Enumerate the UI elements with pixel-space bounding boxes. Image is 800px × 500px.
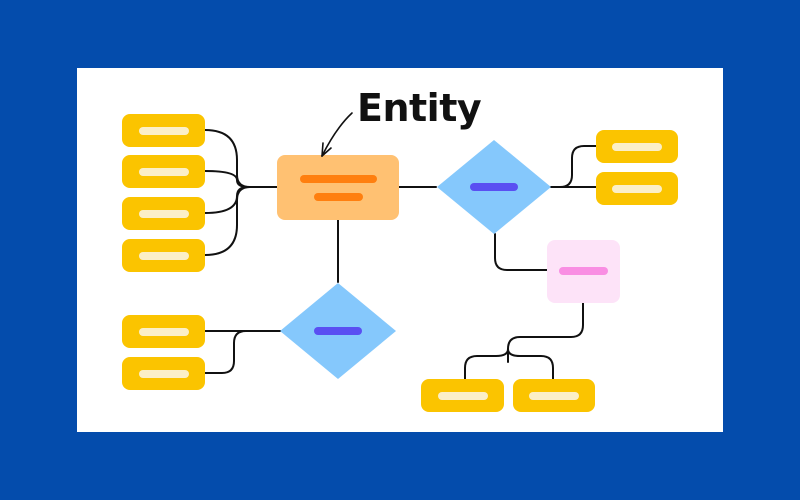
entity-label-bar (300, 175, 377, 183)
attribute-label-bar (139, 210, 189, 218)
connector-weak-attr-left (464, 348, 509, 381)
connector-weak-attr-right (507, 348, 554, 381)
relationship-attributes-right (596, 130, 678, 205)
attribute-label-bar (529, 392, 579, 400)
connector-rel1-attr-top (550, 145, 597, 188)
connector-attr1-entity (204, 129, 278, 188)
connector-weak-entity-attrs (507, 301, 584, 363)
attribute-label-bar (139, 328, 189, 336)
entity-attributes (122, 114, 205, 272)
attribute-label-bar (139, 127, 189, 135)
connector-attr4-entity (204, 186, 251, 256)
relationship-attributes-left (122, 315, 205, 390)
arrow-pointer-icon (321, 112, 353, 157)
relationship-node-bottom[interactable] (280, 283, 396, 379)
entity-node[interactable] (277, 155, 399, 220)
attribute-label-bar (139, 370, 189, 378)
connector-rel2-attr-bottom (204, 330, 247, 374)
entity-label-bar-short (314, 193, 363, 201)
weak-entity-label-bar (559, 267, 608, 275)
attribute-label-bar (612, 143, 662, 151)
connector-rel1-weak-entity (494, 233, 549, 271)
entity-callout-label: Entity (357, 86, 482, 130)
connector-attr2-entity (204, 170, 249, 188)
connector-attr3-entity (204, 186, 249, 214)
attribute-label-bar (612, 185, 662, 193)
weak-entity-attributes (421, 379, 595, 412)
relationship-label-bar (470, 183, 518, 191)
attribute-label-bar (139, 252, 189, 260)
entity-box[interactable] (277, 155, 399, 220)
weak-entity-node[interactable] (547, 240, 620, 303)
relationship-node-top[interactable] (437, 140, 551, 234)
relationship-label-bar (314, 327, 362, 335)
attribute-label-bar (438, 392, 488, 400)
connectors (204, 129, 597, 381)
attribute-label-bar (139, 168, 189, 176)
